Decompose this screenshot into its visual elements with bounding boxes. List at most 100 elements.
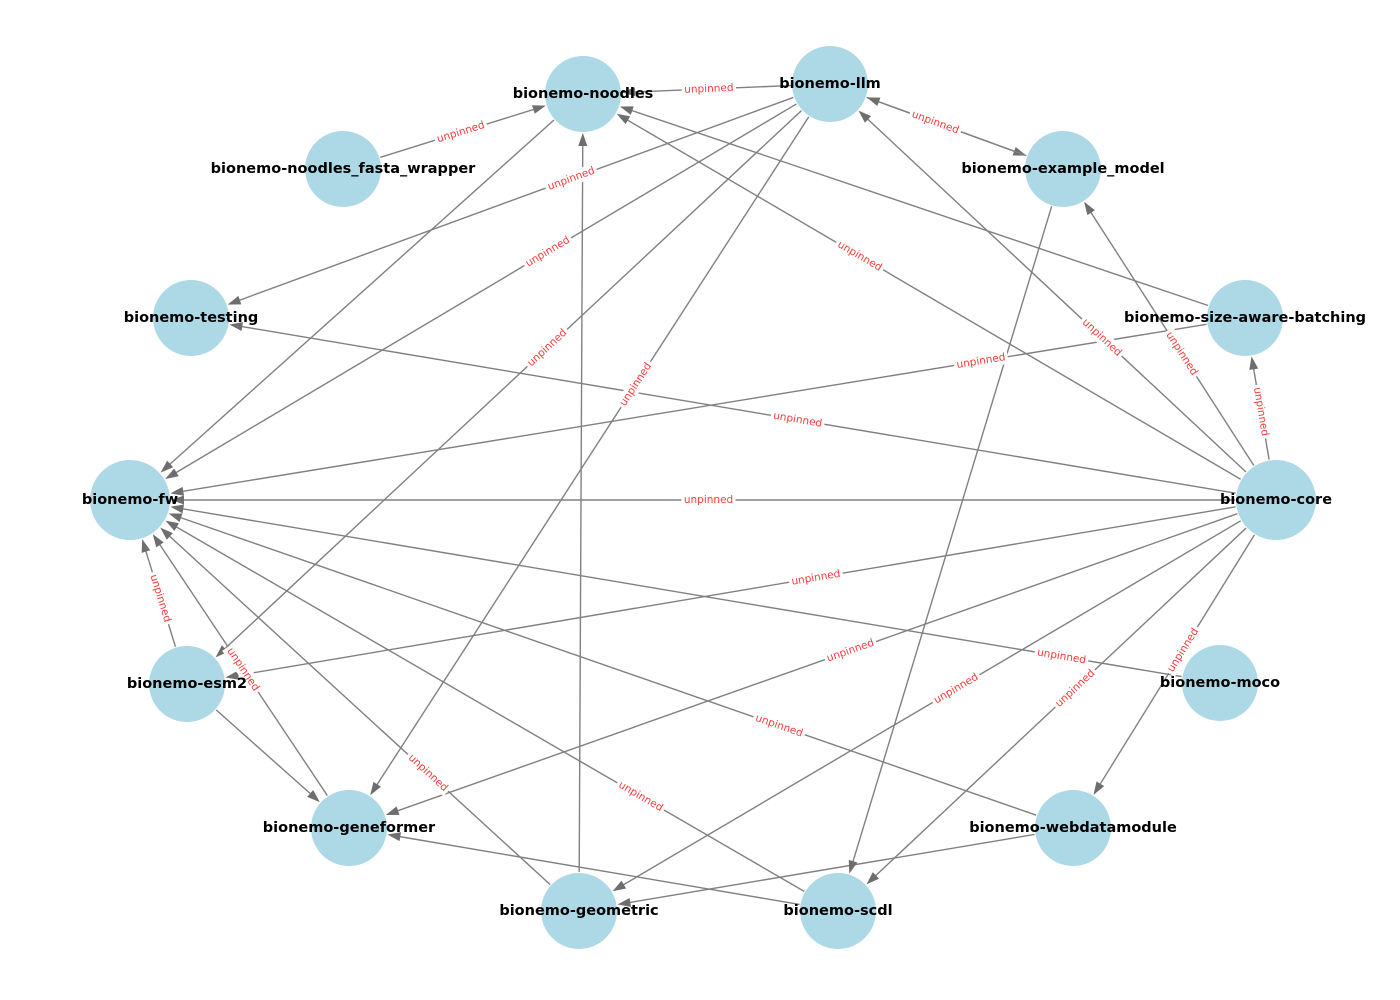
graph-edge — [174, 525, 805, 893]
graph-node-bionemo-scdl[interactable] — [800, 873, 876, 949]
node-label-bionemo-size-aware-batching: bionemo-size-aware-batching — [1124, 310, 1366, 326]
edge-arrowhead — [532, 105, 546, 114]
node-label-bionemo-geneformer: bionemo-geneformer — [263, 820, 436, 836]
graph-edge — [236, 506, 1236, 677]
edge-label-group: unpinned — [1033, 645, 1090, 668]
edge-arrowhead — [385, 806, 400, 815]
edge-label: unpinned — [754, 712, 805, 740]
edge-arrowhead — [621, 87, 636, 97]
graph-edge — [215, 709, 313, 796]
edge-label-group: unpinned — [788, 566, 844, 590]
edge-label-group: unpinned — [543, 162, 600, 195]
edge-label: unpinned — [524, 234, 573, 270]
graph-node-bionemo-size-aware-batching[interactable] — [1207, 280, 1283, 356]
node-label-bionemo-fw: bionemo-fw — [82, 492, 178, 508]
edge-arrowhead — [1084, 201, 1095, 216]
node-label-bionemo-noodles: bionemo-noodles — [513, 86, 654, 102]
edge-label-group: unpinned — [522, 324, 572, 372]
edge-arrowhead — [612, 880, 627, 892]
edge-arrowhead — [848, 859, 858, 874]
edge-label-group: unpinned — [832, 236, 887, 276]
graph-node-bionemo-example_model[interactable] — [1025, 131, 1101, 207]
node-label-bionemo-core: bionemo-core — [1220, 492, 1332, 508]
edge-label: unpinned — [617, 360, 654, 408]
node-label-bionemo-moco: bionemo-moco — [1160, 675, 1280, 691]
graph-node-bionemo-noodles_fasta_wrapper[interactable] — [305, 131, 381, 207]
edge-arrowhead — [141, 539, 151, 553]
edge-arrowhead — [387, 832, 402, 842]
graph-edge — [621, 520, 1242, 887]
graph-edge — [181, 507, 1182, 678]
edge-arrowhead — [866, 872, 879, 885]
graph-node-bionemo-llm[interactable] — [792, 46, 868, 122]
edge-arrowhead — [170, 486, 185, 496]
graph-edge — [578, 144, 584, 873]
edge-label-group: unpinned — [822, 634, 879, 667]
node-label-bionemo-esm2: bionemo-esm2 — [127, 676, 247, 692]
edge-label-group: unpinned — [1249, 383, 1273, 440]
graph-edge — [223, 110, 802, 651]
node-label-bionemo-geometric: bionemo-geometric — [499, 903, 658, 919]
edge-arrowhead — [160, 527, 173, 540]
edge-arrowhead — [1093, 781, 1105, 795]
edge-label-group: unpinned — [1050, 664, 1100, 713]
graph-edge — [240, 325, 1236, 494]
edge-arrowhead — [578, 132, 588, 147]
edge-arrowhead — [370, 781, 382, 796]
edge-label-group: unpinned — [953, 349, 1009, 373]
edge-label: unpinned — [1080, 316, 1124, 358]
edge-label-group: unpinned — [681, 493, 736, 507]
edge-arrowhead — [227, 295, 242, 305]
graph-node-bionemo-noodles[interactable] — [545, 56, 621, 132]
edge-label-group: unpinned — [907, 106, 964, 139]
node-labels-layer: bionemo-noodlesbionemo-llmbionemo-noodle… — [82, 76, 1366, 919]
node-label-bionemo-webdatamodule: bionemo-webdatamodule — [969, 820, 1177, 836]
edge-arrowhead — [168, 513, 183, 522]
edge-arrowhead — [619, 106, 634, 115]
graph-node-bionemo-geometric[interactable] — [541, 873, 617, 949]
edge-arrowhead — [1012, 146, 1027, 156]
edge-label-group: unpinned — [751, 710, 807, 742]
graph-node-bionemo-core[interactable] — [1236, 460, 1316, 540]
graph-node-bionemo-webdatamodule[interactable] — [1035, 790, 1111, 866]
graph-edge — [178, 516, 1037, 816]
graph-node-bionemo-moco[interactable] — [1182, 645, 1258, 721]
edge-arrowhead — [858, 110, 872, 123]
graph-edge — [181, 323, 1207, 493]
edge-label-group: unpinned — [929, 668, 984, 709]
edge-arrowhead — [165, 468, 179, 480]
edge-label-group: unpinned — [432, 117, 489, 147]
graph-edge — [866, 117, 1247, 473]
graph-edge — [398, 835, 800, 906]
edge-label-group: unpinned — [769, 408, 826, 432]
graph-node-bionemo-esm2[interactable] — [149, 646, 225, 722]
edge-arrowhead — [307, 790, 320, 803]
edge-label-group: unpinned — [1077, 313, 1127, 362]
edge-arrowhead — [617, 897, 632, 907]
edge-label: unpinned — [616, 779, 665, 814]
graph-edge — [167, 534, 551, 886]
graph-edge — [375, 116, 810, 787]
graph-node-bionemo-geneformer[interactable] — [311, 790, 387, 866]
edge-arrowhead — [225, 670, 240, 680]
node-label-bionemo-llm: bionemo-llm — [779, 76, 881, 92]
graph-edge — [174, 103, 797, 475]
graph-edge — [851, 206, 1053, 864]
node-label-bionemo-example_model: bionemo-example_model — [961, 161, 1164, 177]
edge-label-group: unpinned — [145, 570, 176, 627]
edge-label: unpinned — [406, 752, 450, 794]
edge-arrowhead — [1249, 356, 1259, 371]
edge-label: unpinned — [147, 573, 173, 624]
edge-label-group: unpinned — [520, 231, 575, 272]
edge-label-group: unpinned — [403, 749, 453, 797]
edge-label: unpinned — [435, 119, 486, 145]
graph-node-bionemo-fw[interactable] — [90, 460, 170, 540]
edge-arrowhead — [866, 97, 881, 107]
graph-node-bionemo-testing[interactable] — [153, 280, 229, 356]
edge-label: unpinned — [1053, 667, 1097, 710]
edge-arrowhead — [152, 534, 164, 548]
graph-edge — [168, 119, 555, 466]
node-label-bionemo-testing: bionemo-testing — [124, 310, 259, 326]
